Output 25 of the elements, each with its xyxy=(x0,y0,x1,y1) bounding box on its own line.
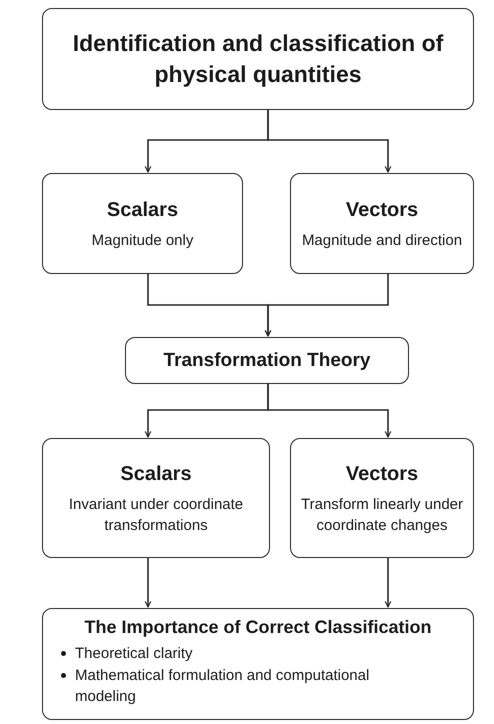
process-box xyxy=(125,337,409,384)
box-description: Invariant under coordinate transformations xyxy=(68,494,244,536)
box-description: Transform linearly under coordinate changes xyxy=(301,494,463,536)
process-box xyxy=(42,173,243,274)
box-heading: Vectors xyxy=(346,462,418,486)
bullet-item: Theoretical clarity xyxy=(75,644,193,664)
box-description: Magnitude and direction xyxy=(302,230,462,250)
box-description: Magnitude only xyxy=(92,230,194,250)
box-heading: Transformation Theory xyxy=(164,348,370,373)
arrow xyxy=(384,558,392,608)
box-heading: Vectors xyxy=(346,198,418,222)
process-box xyxy=(42,438,270,558)
bullet-item: Mathematical formulation and computational modeling xyxy=(75,666,370,708)
summary-box xyxy=(42,608,474,720)
box-heading: The Importance of Correct Classification xyxy=(83,616,433,639)
arrow xyxy=(144,558,152,608)
arrow xyxy=(267,384,392,438)
process-box xyxy=(42,8,474,110)
arrow xyxy=(267,110,392,173)
arrow xyxy=(264,274,389,337)
box-heading: Scalars xyxy=(120,462,192,486)
box-heading: Identification and classification of physical quantities xyxy=(72,28,444,89)
process-box xyxy=(290,173,474,274)
box-heading: Scalars xyxy=(106,198,178,222)
process-box xyxy=(290,438,474,558)
